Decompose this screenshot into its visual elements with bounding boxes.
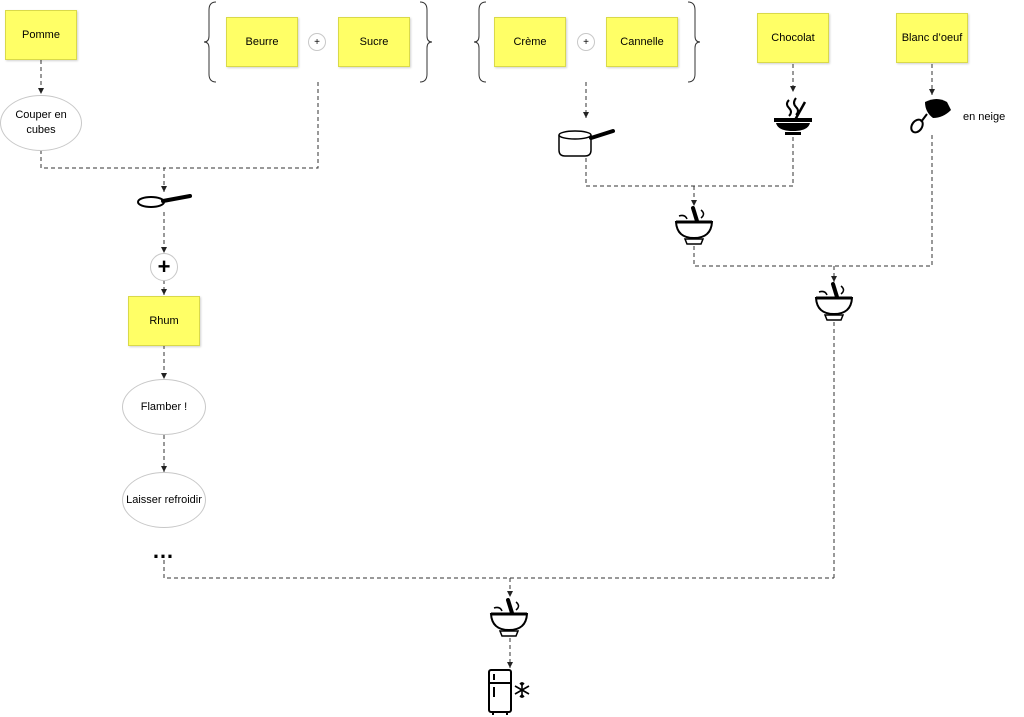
connector [693,132,933,267]
connector [40,150,167,192]
sticky-beurre[interactable]: Beurre [226,17,298,67]
left-brace-butter-sugar [203,1,217,83]
step-label: Laisser refroidir [126,493,202,506]
sticky-pomme[interactable]: Pomme [5,10,77,60]
sticky-chocolat[interactable]: Chocolat [757,13,829,63]
step-label: Flamber ! [140,400,188,413]
step-label: Couper en cubes [15,109,67,136]
sticky-rhum[interactable]: Rhum [128,296,200,346]
sticky-label: Pomme [22,29,60,41]
sticky-label: Beurre [245,36,279,48]
left-brace-cream-cinnamon [473,1,487,83]
mixing-bowl-icon [814,282,854,321]
step-flamber[interactable]: Flamber ! [122,379,206,435]
connector [585,134,794,187]
plus-sign: + [157,254,171,279]
connector [164,82,319,169]
sticky-sucre[interactable]: Sucre [338,17,410,67]
hand-mixer-icon [910,99,951,134]
plus-operator: + [577,33,595,51]
sticky-creme[interactable]: Crème [494,17,566,67]
sticky-label: Sucre [359,36,389,48]
step-couper-en-cubes[interactable]: Couper en cubes [0,95,82,151]
saucepan-icon [558,129,615,157]
snowflake-icon [514,682,530,698]
plus-sign: + [314,36,320,48]
plus-operator: + [308,33,326,51]
plus-operator-large: + [150,253,178,281]
sticky-blanc-oeuf[interactable]: Blanc d’oeuf [896,13,968,63]
fridge-icon [488,669,512,715]
sticky-label: Rhum [149,315,179,327]
plus-sign: + [583,36,589,48]
hot-bowl-icon [774,97,812,135]
mixing-bowl-icon [489,598,529,637]
mixing-bowl-icon [674,206,714,245]
sticky-label: Cannelle [620,36,664,48]
sticky-label: Chocolat [771,32,815,44]
en-neige-label: en neige [963,111,1006,123]
sticky-label: Blanc d’oeuf [901,32,963,44]
ellipsis: … [152,538,175,563]
sticky-cannelle[interactable]: Cannelle [606,17,678,67]
right-brace-cream-cinnamon [687,1,701,83]
right-brace-butter-sugar [419,1,433,83]
connector [163,560,834,579]
sticky-label: Crème [513,36,547,48]
pan-icon [137,194,192,208]
step-laisser-refroidir[interactable]: Laisser refroidir [122,472,206,528]
